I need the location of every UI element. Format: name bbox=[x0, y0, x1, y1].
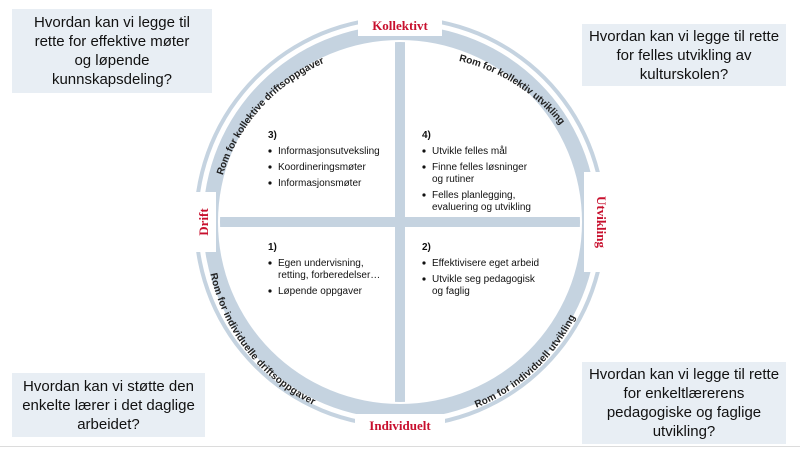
question-box-top-left: Hvordan kan vi legge til rette for effek… bbox=[12, 9, 212, 93]
quadrant-item: Løpende oppgaver bbox=[278, 286, 363, 297]
bullet-icon bbox=[422, 165, 426, 169]
question-text: Hvordan kan vi legge til rette for enkel… bbox=[588, 366, 780, 440]
axis-bottom-bg bbox=[355, 414, 445, 436]
bullet-icon bbox=[268, 149, 272, 153]
axis-label-utvikling: Utvikling bbox=[594, 196, 609, 249]
bullet-icon bbox=[422, 261, 426, 265]
axis-label-individuelt: Individuelt bbox=[369, 418, 431, 433]
horizontal-divider bbox=[220, 217, 580, 227]
quadrant-1: 1)Egen undervisning,retting, forberedels… bbox=[268, 242, 380, 297]
quadrant-item: Utvikle felles mål bbox=[432, 145, 507, 157]
quadrant-item: Felles planlegging,evaluering og utvikli… bbox=[432, 190, 531, 213]
bullet-icon bbox=[268, 261, 272, 265]
bullet-icon bbox=[422, 193, 426, 197]
quadrant-item: Effektivisere eget arbeid bbox=[432, 258, 539, 269]
axis-right-bg bbox=[584, 172, 616, 272]
bullet-icon bbox=[422, 149, 426, 153]
quadrant-3: 3)InformasjonsutvekslingKoordineringsmøt… bbox=[268, 130, 380, 189]
quadrant-item: Informasjonsmøter bbox=[278, 178, 362, 189]
quadrant-item: Egen undervisning,retting, forberedelser… bbox=[278, 258, 380, 281]
question-box-bottom-right: Hvordan kan vi legge til rette for enkel… bbox=[582, 362, 786, 444]
axis-top-bg bbox=[358, 14, 442, 36]
bullet-icon bbox=[268, 181, 272, 185]
bullet-icon bbox=[422, 277, 426, 281]
quadrant-number: 4) bbox=[422, 130, 431, 141]
question-text: Hvordan kan vi legge til rette for felle… bbox=[588, 27, 780, 83]
quadrant-item: Informasjonsutveksling bbox=[278, 146, 380, 157]
axis-left-bg bbox=[184, 192, 216, 252]
question-text: Hvordan kan vi legge til rette for effek… bbox=[34, 14, 190, 88]
axis-label-drift: Drift bbox=[196, 208, 211, 236]
quadrant-item: Koordineringsmøter bbox=[278, 162, 366, 173]
question-text: Hvordan kan vi støtte den enkelte lærer … bbox=[22, 377, 195, 433]
question-box-bottom-left: Hvordan kan vi støtte den enkelte lærer … bbox=[12, 373, 205, 437]
quadrant-number: 3) bbox=[268, 130, 277, 141]
quadrant-number: 1) bbox=[268, 242, 277, 253]
axis-label-kollektivt: Kollektivt bbox=[372, 18, 428, 33]
quadrant-number: 2) bbox=[422, 242, 431, 253]
bullet-icon bbox=[268, 165, 272, 169]
bottom-divider-line bbox=[0, 446, 800, 447]
bullet-icon bbox=[268, 289, 272, 293]
question-box-top-right: Hvordan kan vi legge til rette for felle… bbox=[582, 24, 786, 86]
